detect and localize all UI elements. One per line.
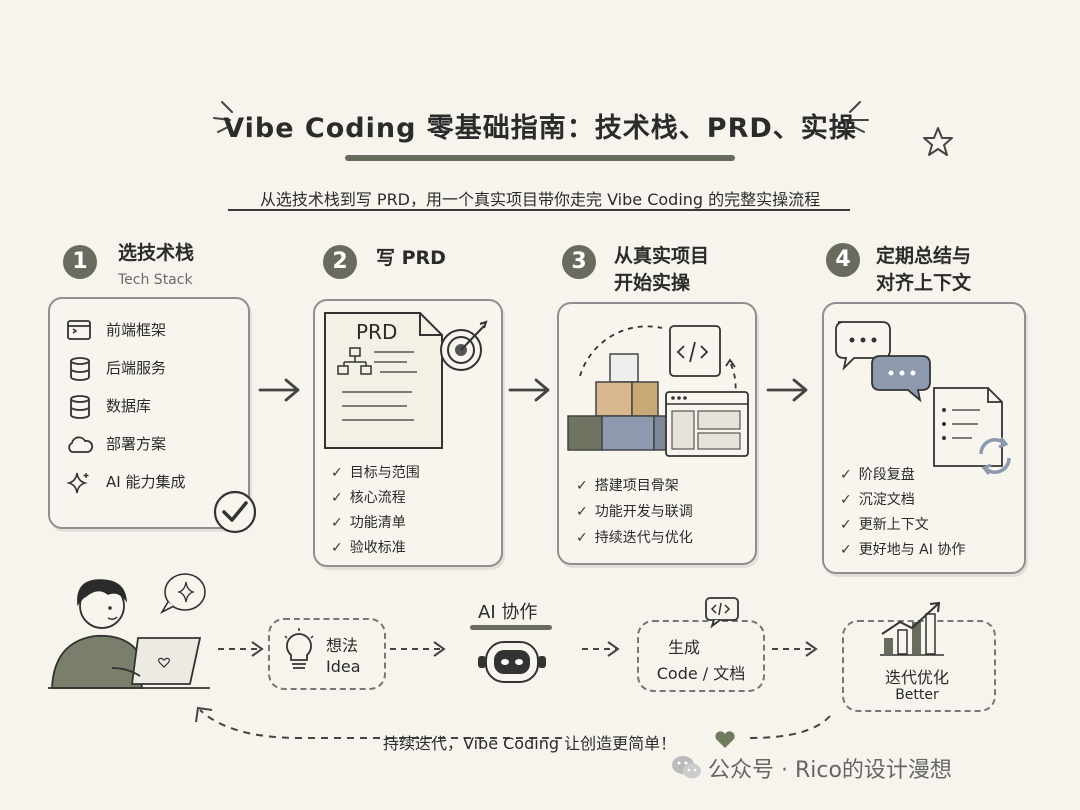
step-2-number: 2	[323, 245, 357, 279]
spark-right-icon	[849, 101, 869, 133]
step-3-item: ✓功能开发与联调	[576, 504, 693, 520]
person-laptop-illustration	[48, 573, 210, 689]
sparkle-icon	[66, 472, 89, 494]
database-icon	[70, 357, 90, 381]
generate-label-cn: 生成	[668, 638, 701, 657]
prd-card-label: PRD	[356, 320, 398, 344]
step-3-item: ✓搭建项目骨架	[576, 478, 679, 494]
generate-label-en: Code / 文档	[656, 664, 746, 683]
watermark-text: 公众号 · Rico的设计漫想	[708, 758, 952, 783]
step-4-title-line1: 定期总结与	[876, 245, 972, 267]
step-4-item: ✓沉淀文档	[840, 492, 915, 508]
step-2-title: 写 PRD	[376, 247, 446, 269]
step-2-item: ✓功能清单	[331, 515, 406, 531]
step-1-card	[48, 297, 250, 529]
arrow-right-icon	[508, 378, 550, 402]
step-3-title-line2: 开始实操	[614, 272, 691, 294]
step-1-subtitle: Tech Stack	[118, 272, 193, 288]
prd-document-icon	[324, 312, 488, 449]
iterate-label-cn: 迭代优化	[884, 668, 949, 687]
step-1-item: 后端服务	[106, 359, 167, 377]
step-3-item-text: 持续迭代与优化	[594, 530, 693, 546]
step-1-item: AI 能力集成	[106, 473, 186, 491]
ai-label-underline	[470, 625, 552, 630]
step-4-item-text: 沉淀文档	[858, 492, 915, 508]
database-icon	[70, 395, 90, 419]
dashed-arrow-icon	[218, 641, 264, 657]
growth-chart-icon	[880, 601, 944, 656]
step-3-item-text: 搭建项目骨架	[594, 478, 679, 494]
loop-back-arrow	[195, 706, 831, 739]
step-1-title: 选技术栈	[118, 242, 195, 264]
cloud-icon	[68, 436, 94, 453]
generate-box	[637, 620, 765, 692]
code-bubble-icon	[705, 597, 739, 629]
dashed-arrow-icon	[390, 641, 446, 657]
step-4-item-text: 阶段复盘	[858, 467, 915, 483]
step-2-item: ✓核心流程	[331, 490, 406, 506]
project-cubes-illustration	[567, 325, 749, 457]
iterate-label-en: Better	[895, 687, 939, 703]
idea-label-cn: 想法	[326, 636, 359, 655]
step-4-item-text: 更新上下文	[858, 517, 929, 533]
step-4-item: ✓阶段复盘	[840, 467, 915, 483]
chat-document-illustration	[835, 321, 1011, 475]
step-2-item: ✓目标与范围	[331, 465, 420, 481]
robot-icon	[478, 641, 546, 683]
step-3-title-line1: 从真实项目	[614, 245, 710, 267]
heart-icon	[715, 731, 735, 748]
step-4-item: ✓更新上下文	[840, 517, 929, 533]
step-4-item-text: 更好地与 AI 协作	[858, 542, 966, 558]
browser-window-icon	[67, 320, 91, 340]
subtitle-underline	[228, 209, 850, 211]
step-3-item-text: 功能开发与联调	[594, 504, 693, 520]
step-4-title-line2: 对齐上下文	[876, 272, 972, 294]
step-2-item-text: 核心流程	[349, 490, 406, 506]
dashed-arrow-icon	[582, 641, 620, 657]
step-3-item: ✓持续迭代与优化	[576, 530, 693, 546]
step-2-item-text: 目标与范围	[349, 465, 420, 481]
ai-collab-label: AI 协作	[478, 602, 538, 623]
page-title: Vibe Coding 零基础指南：技术栈、PRD、实操	[223, 113, 857, 144]
step-2-item-text: 验收标准	[349, 540, 406, 556]
step-1-item: 数据库	[106, 397, 152, 415]
arrow-right-icon	[766, 378, 808, 402]
lightbulb-icon	[284, 628, 314, 669]
arrow-right-icon	[258, 378, 300, 402]
title-underline	[345, 155, 735, 161]
step-1-item: 部署方案	[106, 435, 167, 453]
star-icon	[923, 127, 953, 156]
step-4-item: ✓更好地与 AI 协作	[840, 542, 966, 558]
loop-message: 持续迭代，Vibe Coding 让创造更简单！	[383, 734, 677, 753]
step-1-number: 1	[63, 245, 97, 279]
idea-label-en: Idea	[326, 657, 361, 676]
wechat-icon	[672, 756, 701, 779]
page-subtitle: 从选技术栈到写 PRD，用一个真实项目带你走完 Vibe Coding 的完整实…	[259, 190, 821, 209]
step-4-number: 4	[826, 243, 860, 277]
dashed-arrow-icon	[772, 641, 818, 657]
idea-box	[268, 618, 386, 690]
step-1-item: 前端框架	[106, 321, 167, 339]
step-2-item-text: 功能清单	[349, 515, 406, 531]
spark-left-icon	[213, 101, 233, 133]
step-2-item: ✓验收标准	[331, 540, 406, 556]
check-circle-icon	[213, 490, 257, 534]
step-3-number: 3	[562, 245, 596, 279]
